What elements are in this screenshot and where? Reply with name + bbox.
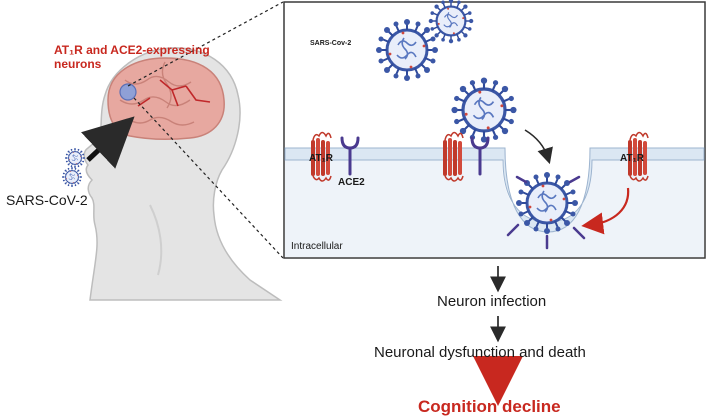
entry-arrow xyxy=(524,129,553,165)
intracellular-label: Intracellular xyxy=(291,241,343,252)
at1r-label-right: AT₁R xyxy=(620,153,644,164)
zoom-line xyxy=(133,97,284,259)
neuron-label-line2: neurons xyxy=(54,57,102,71)
outcome-cognition-decline: Cognition decline xyxy=(418,397,561,416)
virus-icon xyxy=(427,0,475,45)
step-dysfunction-death: Neuronal dysfunction and death xyxy=(374,344,586,361)
virus-particle-icon xyxy=(61,166,83,188)
virus-particle-icon xyxy=(64,147,86,169)
bound-ace2-icon xyxy=(506,175,586,250)
zoom-line xyxy=(127,1,284,87)
head-virus-label: SARS-CoV-2 xyxy=(6,192,88,208)
nasal-entry-arrow xyxy=(81,116,135,169)
virus-icon xyxy=(374,17,440,83)
ace2-label: ACE2 xyxy=(338,177,365,188)
brain-icon xyxy=(107,57,225,141)
neuron-cluster-icon xyxy=(119,83,137,101)
step-neuron-infection: Neuron infection xyxy=(437,293,547,310)
at1r-label-left: AT₁R xyxy=(309,153,333,164)
virus-icon xyxy=(449,75,519,145)
neuron-label-line1: AT₁R and ACE2-expressing xyxy=(54,43,210,57)
panel-virus-label: SARS-Cov-2 xyxy=(310,40,352,47)
at1r-interaction-arrow xyxy=(581,187,630,235)
